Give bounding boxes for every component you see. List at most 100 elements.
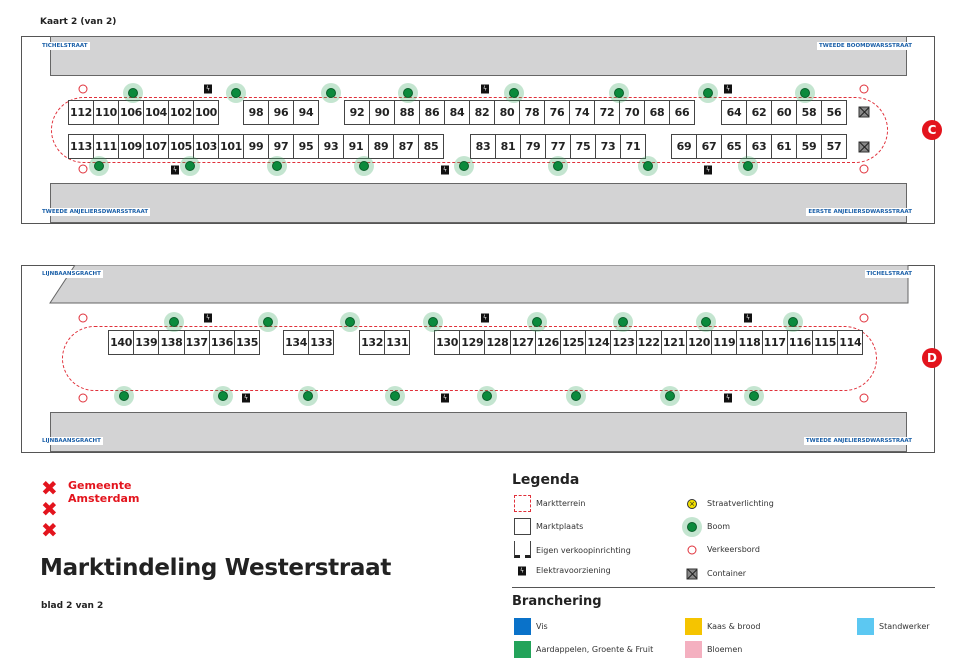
market-stall[interactable]: 116 <box>786 330 813 355</box>
market-stall[interactable]: 130 <box>434 330 461 355</box>
market-stall[interactable]: 86 <box>419 100 445 125</box>
market-stall[interactable]: 72 <box>594 100 620 125</box>
market-stall[interactable]: 96 <box>268 100 294 125</box>
market-stall[interactable]: 133 <box>308 330 335 355</box>
market-stall[interactable]: 64 <box>721 100 747 125</box>
market-stall[interactable]: 120 <box>686 330 713 355</box>
market-stall[interactable]: 114 <box>837 330 864 355</box>
tree-icon <box>258 312 278 332</box>
tree-icon <box>660 386 680 406</box>
market-stall[interactable]: 126 <box>534 330 561 355</box>
tree-icon <box>340 312 360 332</box>
market-stall[interactable]: 68 <box>644 100 670 125</box>
market-stall[interactable]: 134 <box>283 330 310 355</box>
market-stall[interactable]: 80 <box>494 100 520 125</box>
market-stall[interactable]: 136 <box>208 330 235 355</box>
market-stall[interactable]: 115 <box>812 330 839 355</box>
market-area-boundary <box>51 97 888 163</box>
market-stall[interactable]: 129 <box>459 330 486 355</box>
market-stall[interactable]: 121 <box>660 330 687 355</box>
market-stall[interactable]: 65 <box>721 134 747 159</box>
branch-label: Standwerker <box>879 622 930 631</box>
market-stall[interactable]: 98 <box>243 100 269 125</box>
legend-title: Legenda <box>512 472 580 488</box>
traffic-sign-icon <box>859 84 869 94</box>
tree-icon <box>738 156 758 176</box>
market-stall[interactable]: 139 <box>133 330 160 355</box>
market-stall[interactable]: 97 <box>268 134 294 159</box>
market-stall[interactable]: 102 <box>168 100 194 125</box>
market-stall[interactable]: 125 <box>560 330 587 355</box>
market-stall[interactable]: 88 <box>394 100 420 125</box>
market-stall[interactable]: 122 <box>635 330 662 355</box>
market-stall[interactable]: 118 <box>736 330 763 355</box>
market-stall[interactable]: 132 <box>359 330 386 355</box>
market-stall[interactable]: 82 <box>469 100 495 125</box>
market-stall[interactable]: 67 <box>696 134 722 159</box>
market-stall[interactable]: 84 <box>444 100 470 125</box>
market-stall[interactable]: 62 <box>746 100 772 125</box>
market-stall[interactable]: 106 <box>118 100 144 125</box>
market-stall[interactable]: 111 <box>93 134 119 159</box>
market-stall[interactable]: 138 <box>158 330 185 355</box>
market-stall[interactable]: 69 <box>671 134 697 159</box>
logo-text-line1: Gemeente <box>68 479 132 492</box>
market-stall[interactable]: 81 <box>495 134 521 159</box>
market-stall[interactable]: 104 <box>143 100 169 125</box>
own-stall-swatch <box>514 541 531 558</box>
market-stall[interactable]: 103 <box>193 134 219 159</box>
market-stall[interactable]: 124 <box>585 330 612 355</box>
market-stall[interactable]: 79 <box>520 134 546 159</box>
market-stall[interactable]: 112 <box>68 100 94 125</box>
traffic-sign-icon <box>78 393 88 403</box>
market-stall[interactable]: 87 <box>393 134 419 159</box>
market-stall[interactable]: 92 <box>344 100 370 125</box>
market-stall[interactable]: 77 <box>545 134 571 159</box>
market-stall[interactable]: 85 <box>418 134 444 159</box>
market-stall[interactable]: 131 <box>384 330 411 355</box>
market-stall[interactable]: 109 <box>118 134 144 159</box>
market-stall[interactable]: 113 <box>68 134 94 159</box>
market-stall[interactable]: 128 <box>484 330 511 355</box>
electricity-icon: ϟ <box>481 313 489 323</box>
market-stall[interactable]: 140 <box>108 330 135 355</box>
market-stall[interactable]: 90 <box>369 100 395 125</box>
market-stall[interactable]: 58 <box>796 100 822 125</box>
market-stall[interactable]: 127 <box>509 330 536 355</box>
market-stall[interactable]: 135 <box>234 330 261 355</box>
market-stall[interactable]: 100 <box>193 100 219 125</box>
market-stall[interactable]: 61 <box>771 134 797 159</box>
market-stall[interactable]: 107 <box>143 134 169 159</box>
market-stall[interactable]: 73 <box>595 134 621 159</box>
market-stall[interactable]: 110 <box>93 100 119 125</box>
market-stall[interactable]: 75 <box>570 134 596 159</box>
market-stall[interactable]: 76 <box>544 100 570 125</box>
tree-icon <box>226 83 246 103</box>
market-stall[interactable]: 99 <box>243 134 269 159</box>
market-stall[interactable]: 56 <box>821 100 847 125</box>
market-stall[interactable]: 105 <box>168 134 194 159</box>
market-stall[interactable]: 119 <box>711 330 738 355</box>
market-stall[interactable]: 123 <box>610 330 637 355</box>
market-stall[interactable]: 94 <box>293 100 319 125</box>
market-stall[interactable]: 60 <box>771 100 797 125</box>
market-stall[interactable]: 83 <box>470 134 496 159</box>
market-stall[interactable]: 137 <box>183 330 210 355</box>
market-stall[interactable]: 117 <box>761 330 788 355</box>
market-stall[interactable]: 95 <box>293 134 319 159</box>
branch-label: Vis <box>536 622 548 631</box>
market-stall[interactable]: 70 <box>619 100 645 125</box>
market-stall[interactable]: 59 <box>796 134 822 159</box>
market-stall[interactable]: 57 <box>821 134 847 159</box>
market-stall[interactable]: 93 <box>318 134 344 159</box>
building-block-top <box>49 265 909 304</box>
market-stall[interactable]: 89 <box>368 134 394 159</box>
market-stall[interactable]: 78 <box>519 100 545 125</box>
market-stall[interactable]: 91 <box>343 134 369 159</box>
market-stall[interactable]: 63 <box>746 134 772 159</box>
market-stall[interactable]: 74 <box>569 100 595 125</box>
market-stall[interactable]: 66 <box>669 100 695 125</box>
traffic-sign-icon <box>687 545 697 555</box>
market-stall[interactable]: 101 <box>218 134 244 159</box>
market-stall[interactable]: 71 <box>620 134 646 159</box>
